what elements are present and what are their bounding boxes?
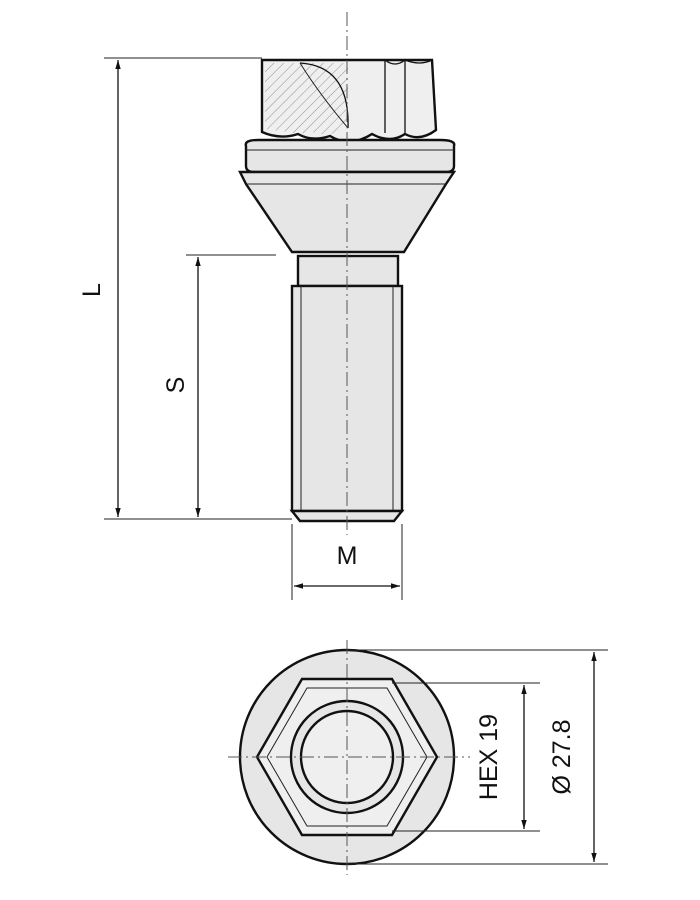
diameter-label: Ø 27.8 [548,719,576,794]
dimension-length: L [78,57,292,520]
dimension-shank: S [162,254,276,517]
hex-label: HEX 19 [475,714,503,800]
bolt-top-view [228,640,470,875]
thread-label: M [337,542,358,570]
length-label: L [78,283,106,297]
dimension-diameter: Ø 27.8 [347,649,608,865]
bolt-side-view [238,12,457,535]
bolt-neck [296,254,400,288]
shank-label: S [162,377,190,394]
bolt-flange [244,138,456,174]
dimension-hex: HEX 19 [392,682,540,832]
dimension-thread: M [291,524,403,600]
bolt-hex-head [260,58,438,143]
